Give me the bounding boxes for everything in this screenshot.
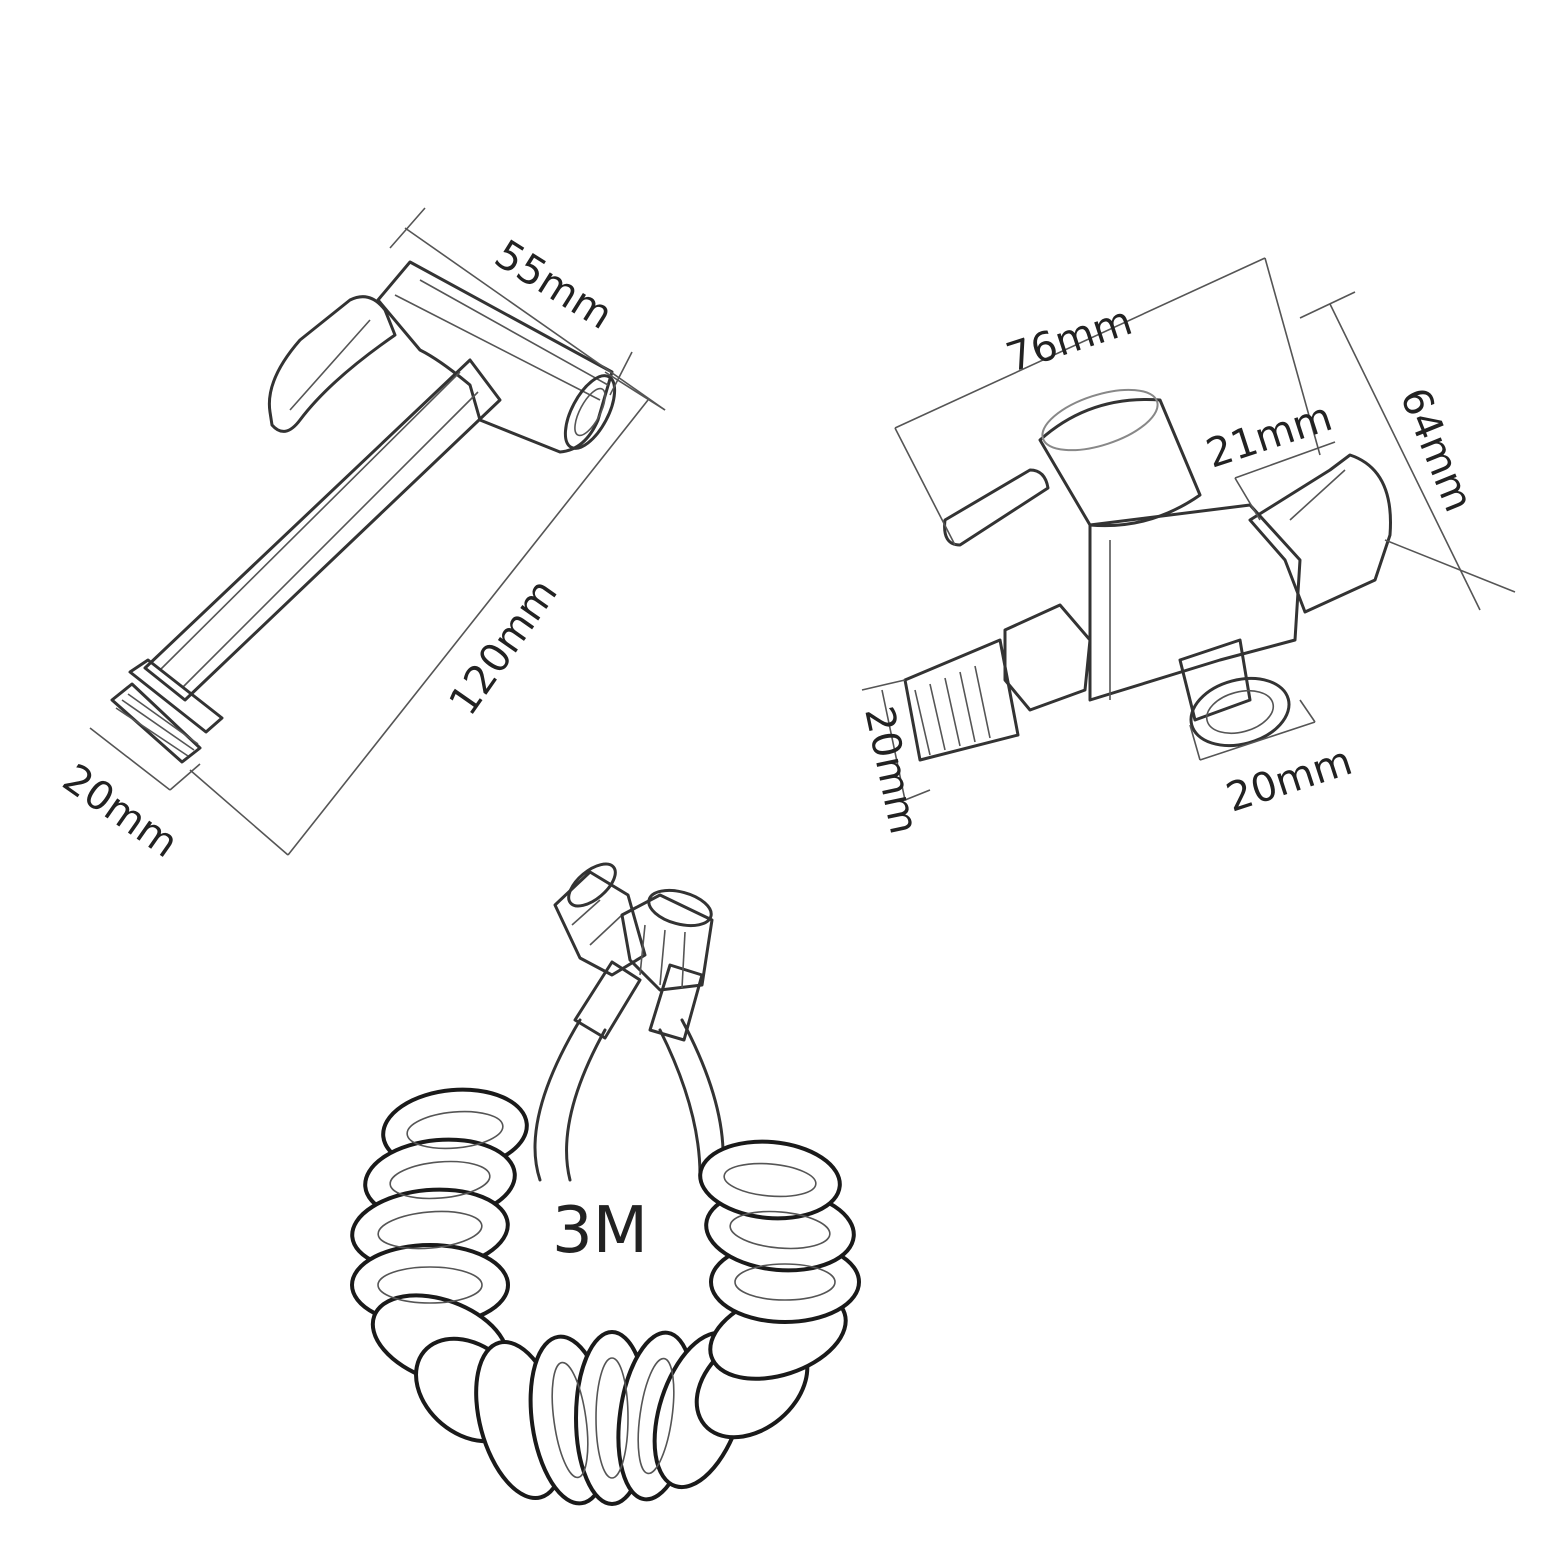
sprayer-thread-label: 20mm xyxy=(54,756,186,868)
handheld-sprayer-drawing xyxy=(110,260,617,764)
hose-length-label: 3M xyxy=(552,1194,648,1268)
valve-width-label: 76mm xyxy=(1001,298,1138,382)
coiled-hose-drawing xyxy=(350,862,861,1506)
valve-inlet-label: 20mm xyxy=(855,703,927,839)
valve-dimension-lines xyxy=(861,257,1516,801)
valve-bottom-outlet-label: 20mm xyxy=(1221,738,1358,822)
sprayer-dimension-lines xyxy=(89,207,666,856)
valve-height-label: 64mm xyxy=(1391,382,1482,519)
sprayer-width-label: 55mm xyxy=(487,231,621,338)
t-valve-drawing xyxy=(903,388,1392,762)
sprayer-length-label: 120mm xyxy=(441,571,567,724)
